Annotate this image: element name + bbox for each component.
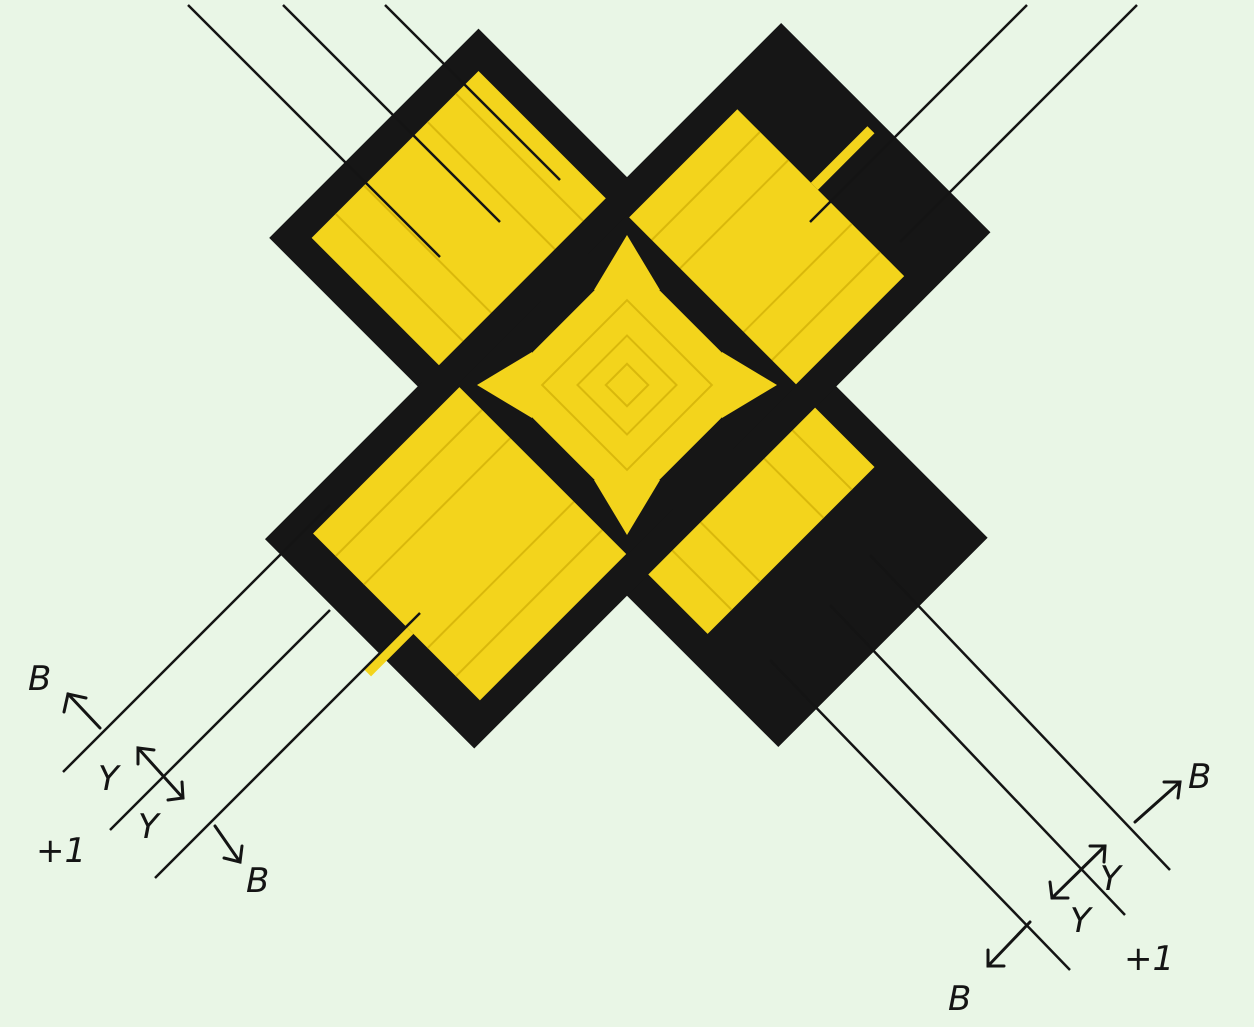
- label-y-right-2: Y: [1070, 901, 1093, 941]
- label-b-lower-right: B: [948, 979, 971, 1019]
- label-b-upper-left: B: [28, 659, 51, 699]
- label-plus1-left: +1: [36, 831, 86, 871]
- label-plus1-right: +1: [1124, 939, 1174, 979]
- label-y-left-2: Y: [138, 807, 161, 847]
- label-b-upper-right: B: [1188, 757, 1211, 797]
- label-y-right-1: Y: [1100, 859, 1123, 899]
- label-y-left-1: Y: [98, 759, 121, 799]
- label-b-lower-left: B: [246, 861, 269, 901]
